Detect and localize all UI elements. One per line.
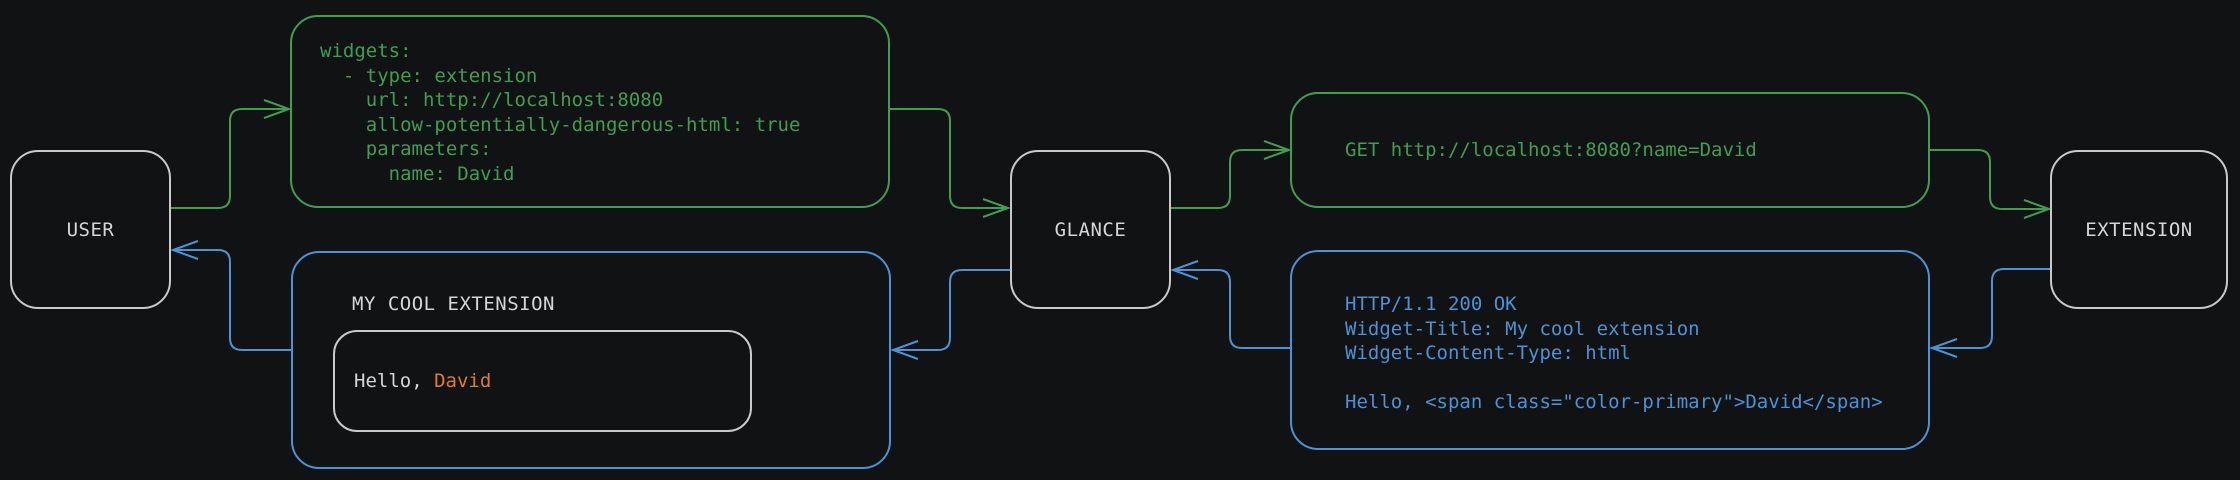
arrow-get-to-extension [1930,149,2052,219]
response-line [1345,366,1928,391]
response-line: Widget-Content-Type: html [1345,342,1631,364]
get-request-line: GET http://localhost:8080?name=David [1345,138,1757,161]
arrow-extension-to-response [1929,268,2050,358]
node-glance-label: GLANCE [1054,218,1127,241]
widget-greeting-box: Hello, David [333,330,752,432]
node-glance: GLANCE [1010,150,1171,309]
http-response-box: HTTP/1.1 200 OK Widget-Title: My cool ex… [1290,250,1930,450]
node-user-label: USER [66,218,115,241]
greeting-prefix: Hello, [354,370,435,392]
widget-title: MY COOL EXTENSION [352,293,555,315]
config-line: parameters: [320,138,492,160]
config-line: allow-potentially-dangerous-html: true [320,113,801,136]
response-line: Widget-Title: My cool extension [1345,317,1700,340]
arrow-glance-to-widget [890,269,1010,360]
node-extension: EXTENSION [2050,150,2228,309]
arrow-user-to-config [171,99,292,209]
node-extension-label: EXTENSION [2085,218,2193,241]
rendered-widget-box: MY COOL EXTENSION Hello, David [291,251,891,469]
arrow-widget-to-user [170,240,291,351]
arrow-response-to-glance [1170,260,1290,349]
greeting-name: David [434,370,492,392]
get-request-box: GET http://localhost:8080?name=David [1290,92,1930,208]
config-yaml-box: widgets: - type: extension url: http://l… [290,15,890,208]
config-line: url: http://localhost:8080 [320,89,664,111]
response-line: Hello, <span class="color-primary">David… [1345,391,1883,413]
response-line: HTTP/1.1 200 OK [1345,293,1517,315]
config-line: name: David [320,162,515,185]
arrow-config-to-glance [890,108,1011,218]
node-user: USER [10,150,171,309]
arrow-glance-to-get [1171,140,1292,209]
config-line: - type: extension [320,64,538,87]
config-line: widgets: [320,40,412,62]
